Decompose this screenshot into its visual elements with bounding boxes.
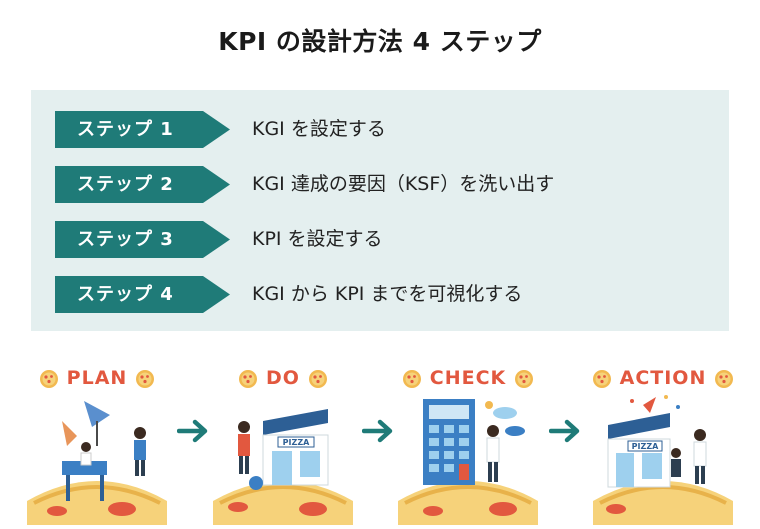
check-scene (398, 399, 538, 525)
step-row: ステップ 1 KGI を設定する (55, 111, 715, 148)
phase-plan: PLAN (22, 355, 172, 525)
pizza-icon (308, 369, 327, 388)
pizza-icon (593, 369, 611, 388)
step-tag: ステップ 3 (55, 221, 230, 258)
phase-label-text: PLAN (66, 367, 128, 389)
calculator-icon (423, 399, 475, 485)
phase-label: CHECK (393, 367, 543, 389)
step-row: ステップ 2 KGI 達成の要因（KSF）を洗い出す (55, 166, 715, 203)
phase-check: CHECK (393, 355, 543, 525)
step-tag: ステップ 2 (55, 166, 230, 203)
shop-sign: PIZZA (632, 442, 659, 451)
phase-label: ACTION (588, 367, 738, 389)
arrow-right-icon (177, 419, 208, 443)
page-title: KPI の設計方法 4 ステップ (218, 27, 542, 56)
phase-label-text: ACTION (619, 367, 707, 389)
do-scene: PIZZA (213, 409, 353, 525)
plan-scene (27, 401, 167, 525)
steps-panel: ステップ 1 KGI を設定する ステップ 2 KGI 達成の要因（KSF）を洗… (31, 90, 729, 331)
phase-label: DO (208, 367, 358, 389)
arrow-right-icon (549, 419, 580, 443)
step-description: KGI 達成の要因（KSF）を洗い出す (252, 173, 555, 195)
person-icon (238, 421, 250, 474)
person-icon (486, 425, 500, 482)
satellite-dish-icon (84, 401, 110, 446)
speech-bubble-icon (505, 426, 525, 436)
pizza-icon (714, 369, 733, 388)
pdca-illustration: PLAN (0, 355, 760, 529)
phase-label-text: CHECK (429, 367, 507, 389)
pizza-icon (40, 369, 59, 388)
step-row: ステップ 4 KGI から KPI までを可視化する (55, 276, 715, 313)
pizza-icon (514, 369, 533, 388)
step-description: KPI を設定する (252, 228, 383, 250)
step-description: KGI を設定する (252, 118, 386, 140)
desk-icon (62, 461, 107, 475)
pizza-icon (239, 369, 258, 388)
action-scene: PIZZA (593, 395, 733, 525)
step-tag: ステップ 4 (55, 276, 230, 313)
phase-do: DO PIZZA (208, 355, 358, 525)
pizza-icon (403, 369, 422, 388)
shop-icon: PIZZA (262, 409, 329, 486)
person-icon (693, 429, 707, 484)
step-row: ステップ 3 KPI を設定する (55, 221, 715, 258)
person-icon (134, 427, 146, 476)
arrow-right-icon (362, 419, 393, 443)
megaphone-icon (643, 397, 656, 413)
shop-sign: PIZZA (283, 438, 310, 447)
person-icon (80, 442, 92, 466)
speech-bubble-icon (493, 407, 517, 419)
phase-label-text: DO (266, 367, 300, 389)
phase-label: PLAN (22, 367, 172, 389)
step-tag: ステップ 1 (55, 111, 230, 148)
phase-action: ACTION PIZZA (588, 355, 738, 525)
pizza-icon (135, 369, 154, 388)
shop-icon: PIZZA (607, 413, 671, 488)
person-icon (671, 448, 681, 477)
step-description: KGI から KPI までを可視化する (252, 283, 523, 305)
